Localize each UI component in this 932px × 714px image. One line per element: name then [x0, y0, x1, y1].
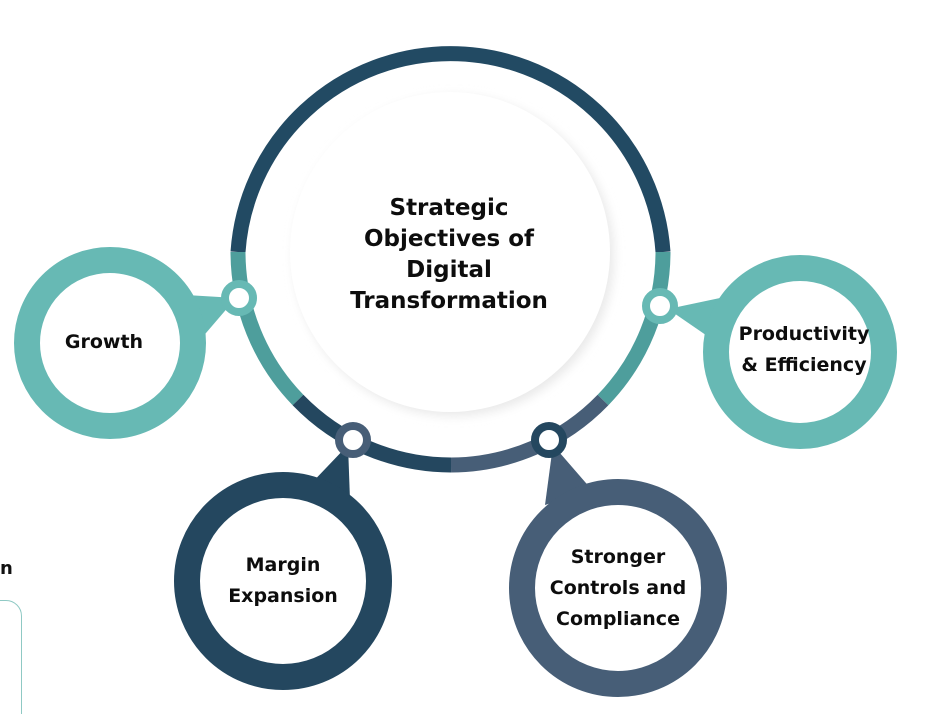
center-ring-right-arc [597, 251, 671, 406]
center-inner-circle [290, 92, 610, 412]
cropped-edge-frame [0, 600, 22, 714]
productivity-connector-node [642, 288, 678, 324]
center-ring-left-arc [230, 251, 304, 406]
stronger-connector-node [531, 422, 567, 458]
objective-growth-label: Growth [64, 330, 144, 353]
objective-controls-label: Stronger Controls and Compliance [549, 545, 687, 630]
growth-connector-node [221, 280, 257, 316]
margin-ring [174, 472, 392, 690]
growth-ring [14, 247, 206, 439]
productivity-ring [703, 255, 897, 449]
center-ring-top-arc [230, 46, 671, 253]
margin-connector-node [335, 422, 371, 458]
cropped-edge-text: n [0, 558, 13, 579]
stronger-ring [509, 479, 727, 697]
objective-margin-label: Margin Expansion [228, 554, 338, 607]
objective-productivity-label: Productivity & Efficiency [738, 323, 870, 376]
center-title: Strategic Objectives of Digital Transfor… [350, 195, 548, 314]
